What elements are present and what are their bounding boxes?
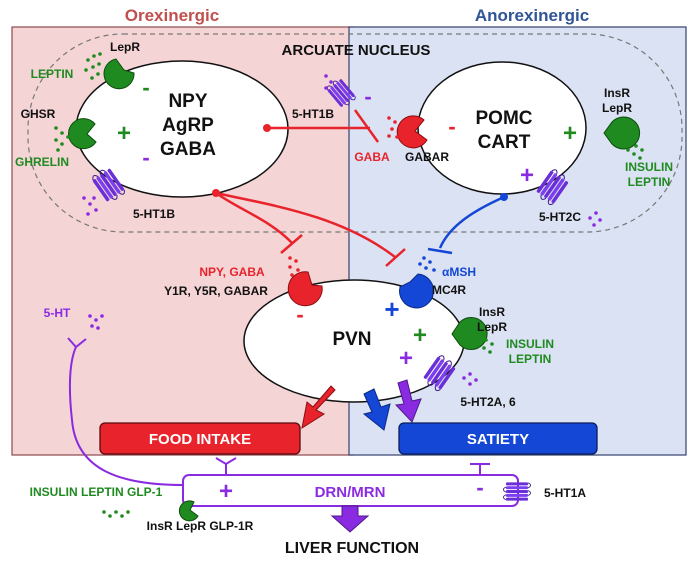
- npy-gaba-ligand: NPY, GABA: [199, 265, 265, 279]
- pomc-ht2c-plus-sign: +: [520, 162, 534, 189]
- ht1b-middle-dots-icon: [324, 74, 333, 90]
- npy-gaba-dots-icon: [288, 256, 300, 277]
- ht2c-dots-icon: [588, 211, 602, 227]
- food-intake-label: FOOD INTAKE: [149, 431, 251, 448]
- cart-label: CART: [478, 132, 531, 153]
- pvn-insulin-plus-sign: +: [413, 322, 427, 349]
- satiety-label: SATIETY: [467, 431, 529, 448]
- agrp-label: AgRP: [162, 115, 214, 136]
- lepr-receptor-icon: [103, 58, 135, 90]
- leptin-npy-ligand: LEPTIN: [31, 67, 74, 81]
- ht-projection-tbar: [67, 337, 87, 349]
- ht1a-label: 5-HT1A: [544, 486, 586, 500]
- pvn-to-satiety-arrow-blue: [362, 388, 391, 431]
- insr-pvn-label: InsR: [479, 305, 505, 319]
- npy-to-pvn-left-tbar: [280, 234, 303, 254]
- insr-lepr-pomc-receptor-icon: [603, 116, 641, 150]
- insr-lepr-pvn-receptor-icon: [451, 317, 488, 350]
- lepr-pvn-label: LepR: [477, 320, 507, 334]
- ht2a-label: 5-HT2A, 6: [460, 395, 516, 409]
- npy-axon-origin-middle: [263, 124, 271, 132]
- ht1b-bottom-dots-icon: [82, 196, 98, 216]
- ht2c-label: 5-HT2C: [539, 210, 581, 224]
- ht2a-dots-icon: [462, 372, 478, 386]
- npy-agrp-neuron: NPY AgRP GABA: [75, 60, 289, 198]
- pvn-to-food-intake-arrow: [301, 385, 336, 430]
- pomc-label: POMC: [476, 108, 533, 129]
- pvn-ht2a-plus-sign: +: [399, 345, 413, 372]
- gaba-ligand: GABA: [354, 150, 390, 164]
- pvn-to-satiety-arrow-purple: [394, 379, 422, 423]
- insulin-leptin-pomc-dots-icon: [626, 144, 644, 160]
- insulin-leptin-pvn-dots-icon: [476, 338, 494, 354]
- ghsr-label: GHSR: [21, 107, 56, 121]
- insr-pomc-label: InsR: [604, 86, 630, 100]
- leptin-pomc-ligand: LEPTIN: [628, 175, 671, 189]
- pomc-cart-neuron: POMC CART: [417, 61, 587, 195]
- gabar-label: GABAR: [405, 150, 449, 164]
- satiety-box: [398, 422, 598, 455]
- npy-label: NPY: [168, 91, 207, 112]
- drn-insr-receptor-icon: [178, 500, 199, 522]
- leptin-pvn-ligand: LEPTIN: [509, 352, 552, 366]
- drn-inputs-dots-icon: [102, 510, 130, 518]
- npy-to-pvn-left-axon: [215, 191, 293, 244]
- liver-function-label: LIVER FUNCTION: [285, 540, 419, 557]
- npy-to-pvn-right-axon: [215, 191, 396, 258]
- ht-ligand: 5-HT: [44, 306, 71, 320]
- pvn-receptors-label: Y1R, Y5R, GABAR: [164, 284, 268, 298]
- ht-projection-line: [68, 346, 184, 486]
- insulin-pomc-ligand: INSULIN: [625, 160, 673, 174]
- ghrelin-dots-icon: [54, 126, 70, 152]
- drn-satiety-minus-sign: -: [476, 475, 483, 500]
- gaba-dots-icon: [387, 116, 402, 139]
- arcuate-nucleus-label: ARCUATE NUCLEUS: [282, 42, 431, 59]
- lepr-pomc-label: LepR: [602, 101, 632, 115]
- drn-receptors-label: InsR LepR GLP-1R: [147, 519, 254, 533]
- npy-leptin-minus-sign: -: [142, 75, 149, 100]
- drn-food-plus-sign: +: [219, 478, 233, 505]
- drn-to-liver-arrow: [330, 505, 370, 533]
- drn-to-food-intake-tbar: [215, 457, 237, 466]
- insulin-pvn-ligand: INSULIN: [506, 337, 554, 351]
- ht1a-receptor-icon: [502, 481, 532, 502]
- pvn-npy-minus-sign: -: [296, 302, 303, 327]
- ht1b-middle-minus-sign: -: [364, 84, 371, 109]
- ghrelin-ligand: GHRELIN: [15, 155, 69, 169]
- npy-to-pvn-right-tbar: [385, 248, 406, 267]
- food-intake-box: [99, 422, 301, 455]
- pomc-axon-origin: [500, 193, 508, 201]
- mc4r-label: MC4R: [432, 283, 466, 297]
- orexigenic-title: Orexinergic: [125, 6, 220, 25]
- pomc-insulin-plus-sign: +: [563, 120, 577, 147]
- pomc-to-pvn-axon: [438, 195, 505, 249]
- amsh-ligand: αMSH: [442, 265, 476, 279]
- gaba-release-tbar: [353, 109, 380, 143]
- drn-inputs-ligand: INSULIN LEPTIN GLP-1: [30, 485, 163, 499]
- npy-ghrelin-plus-sign: +: [117, 120, 131, 147]
- y1r-y5r-gabar-receptor-icon: [287, 271, 323, 307]
- npy-axon-origin-bottom: [212, 189, 220, 197]
- leptin-dots-icon: [84, 52, 102, 80]
- pvn-label: PVN: [332, 329, 371, 350]
- ht1b-middle-label: 5-HT1B: [292, 107, 334, 121]
- npy-ht1b-minus-sign: -: [142, 145, 149, 170]
- pomc-to-pvn-tbar: [427, 247, 453, 255]
- mc4r-receptor-icon: [399, 273, 434, 309]
- ht1b-bottom-label: 5-HT1B: [133, 207, 175, 221]
- pvn-amsh-plus-sign: +: [384, 294, 399, 324]
- ht-dots-icon: [88, 314, 104, 330]
- anorexigenic-title: Anorexinergic: [475, 6, 589, 25]
- pomc-gaba-minus-sign: -: [448, 114, 455, 139]
- drn-mrn-label: DRN/MRN: [315, 484, 386, 501]
- gaba-neuron-label: GABA: [160, 139, 216, 160]
- amsh-dots-icon: [418, 256, 436, 272]
- lepr-npy-label: LepR: [110, 40, 140, 54]
